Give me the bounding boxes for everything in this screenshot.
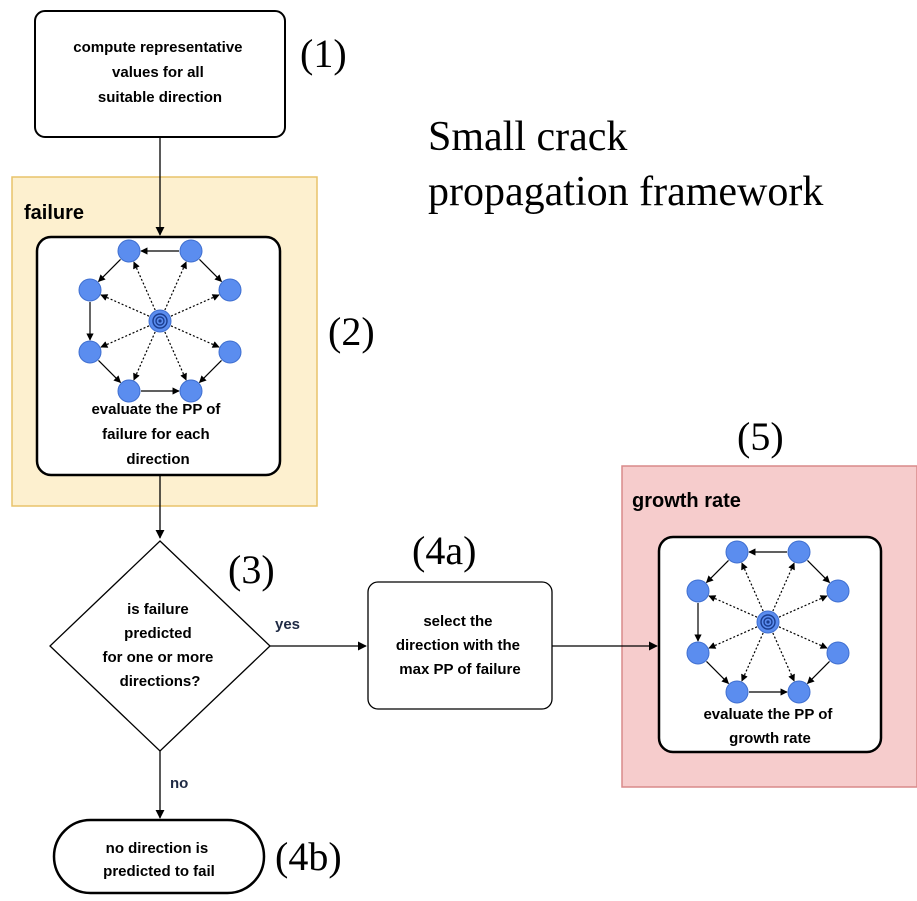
spoke-edge <box>100 325 150 348</box>
step4b-marker: (4b) <box>275 834 342 879</box>
direction-node <box>117 239 141 263</box>
spoke-edge <box>164 331 187 381</box>
spoke-edge <box>708 595 758 618</box>
yes-label: yes <box>275 616 300 633</box>
spoke-edge <box>741 562 764 612</box>
spoke-edge <box>778 595 828 618</box>
direction-node <box>117 379 141 403</box>
direction-node <box>686 579 710 603</box>
ring-edge <box>806 661 830 685</box>
spoke-edge <box>170 325 220 348</box>
spoke-edge <box>133 261 156 311</box>
direction-node <box>179 379 203 403</box>
spoke-edge <box>100 294 150 317</box>
direction-node <box>787 680 811 704</box>
ring-edge <box>198 360 222 384</box>
direction-node <box>78 340 102 364</box>
spoke-edge <box>170 294 220 317</box>
spoke-edge <box>164 261 187 311</box>
spoke-edge <box>133 331 156 381</box>
spoke-edge <box>772 562 795 612</box>
spoke-edge <box>778 626 828 649</box>
step2-marker: (2) <box>328 309 375 354</box>
step4a-text: select the direction with the max PP of … <box>396 613 524 678</box>
ring-edge <box>98 360 122 384</box>
growth-rate-region-label: growth rate <box>632 490 741 512</box>
direction-node <box>826 641 850 665</box>
step2-text: evaluate the PP of failure for each dire… <box>91 401 224 468</box>
spoke-edge <box>741 632 764 682</box>
step4a-marker: (4a) <box>412 528 476 573</box>
direction-node <box>725 680 749 704</box>
direction-node <box>218 278 242 302</box>
spoke-edge <box>772 632 795 682</box>
failure-direction-graph-icon <box>78 239 242 403</box>
ring-edge <box>97 259 121 283</box>
direction-node <box>218 340 242 364</box>
step4b-text: no direction is predicted to fail <box>103 840 215 880</box>
step5-text: evaluate the PP of growth rate <box>703 706 836 747</box>
direction-node <box>826 579 850 603</box>
ring-edge <box>199 259 223 283</box>
direction-node <box>725 540 749 564</box>
ring-edge <box>807 560 831 584</box>
step5-marker: (5) <box>737 414 784 459</box>
step1-text: compute representative values for all su… <box>73 39 246 106</box>
growth-rate-direction-graph-icon <box>686 540 850 704</box>
direction-node <box>179 239 203 263</box>
direction-node <box>787 540 811 564</box>
direction-node <box>78 278 102 302</box>
step5-box <box>657 535 883 754</box>
target-icon <box>756 610 780 634</box>
step3-text: is failure predicted for one or more dir… <box>102 601 217 690</box>
no-label: no <box>170 775 188 792</box>
ring-edge <box>706 661 730 685</box>
step3-marker: (3) <box>228 547 275 592</box>
direction-node <box>686 641 710 665</box>
step4b-terminal <box>52 818 266 895</box>
step1-marker: (1) <box>300 31 347 76</box>
target-icon <box>148 309 172 333</box>
diagram-title-line1: Small crack <box>428 114 627 160</box>
failure-region-label: failure <box>24 202 84 224</box>
ring-edge <box>705 560 729 584</box>
diagram-title-line2: propagation framework <box>428 169 823 215</box>
spoke-edge <box>708 626 758 649</box>
